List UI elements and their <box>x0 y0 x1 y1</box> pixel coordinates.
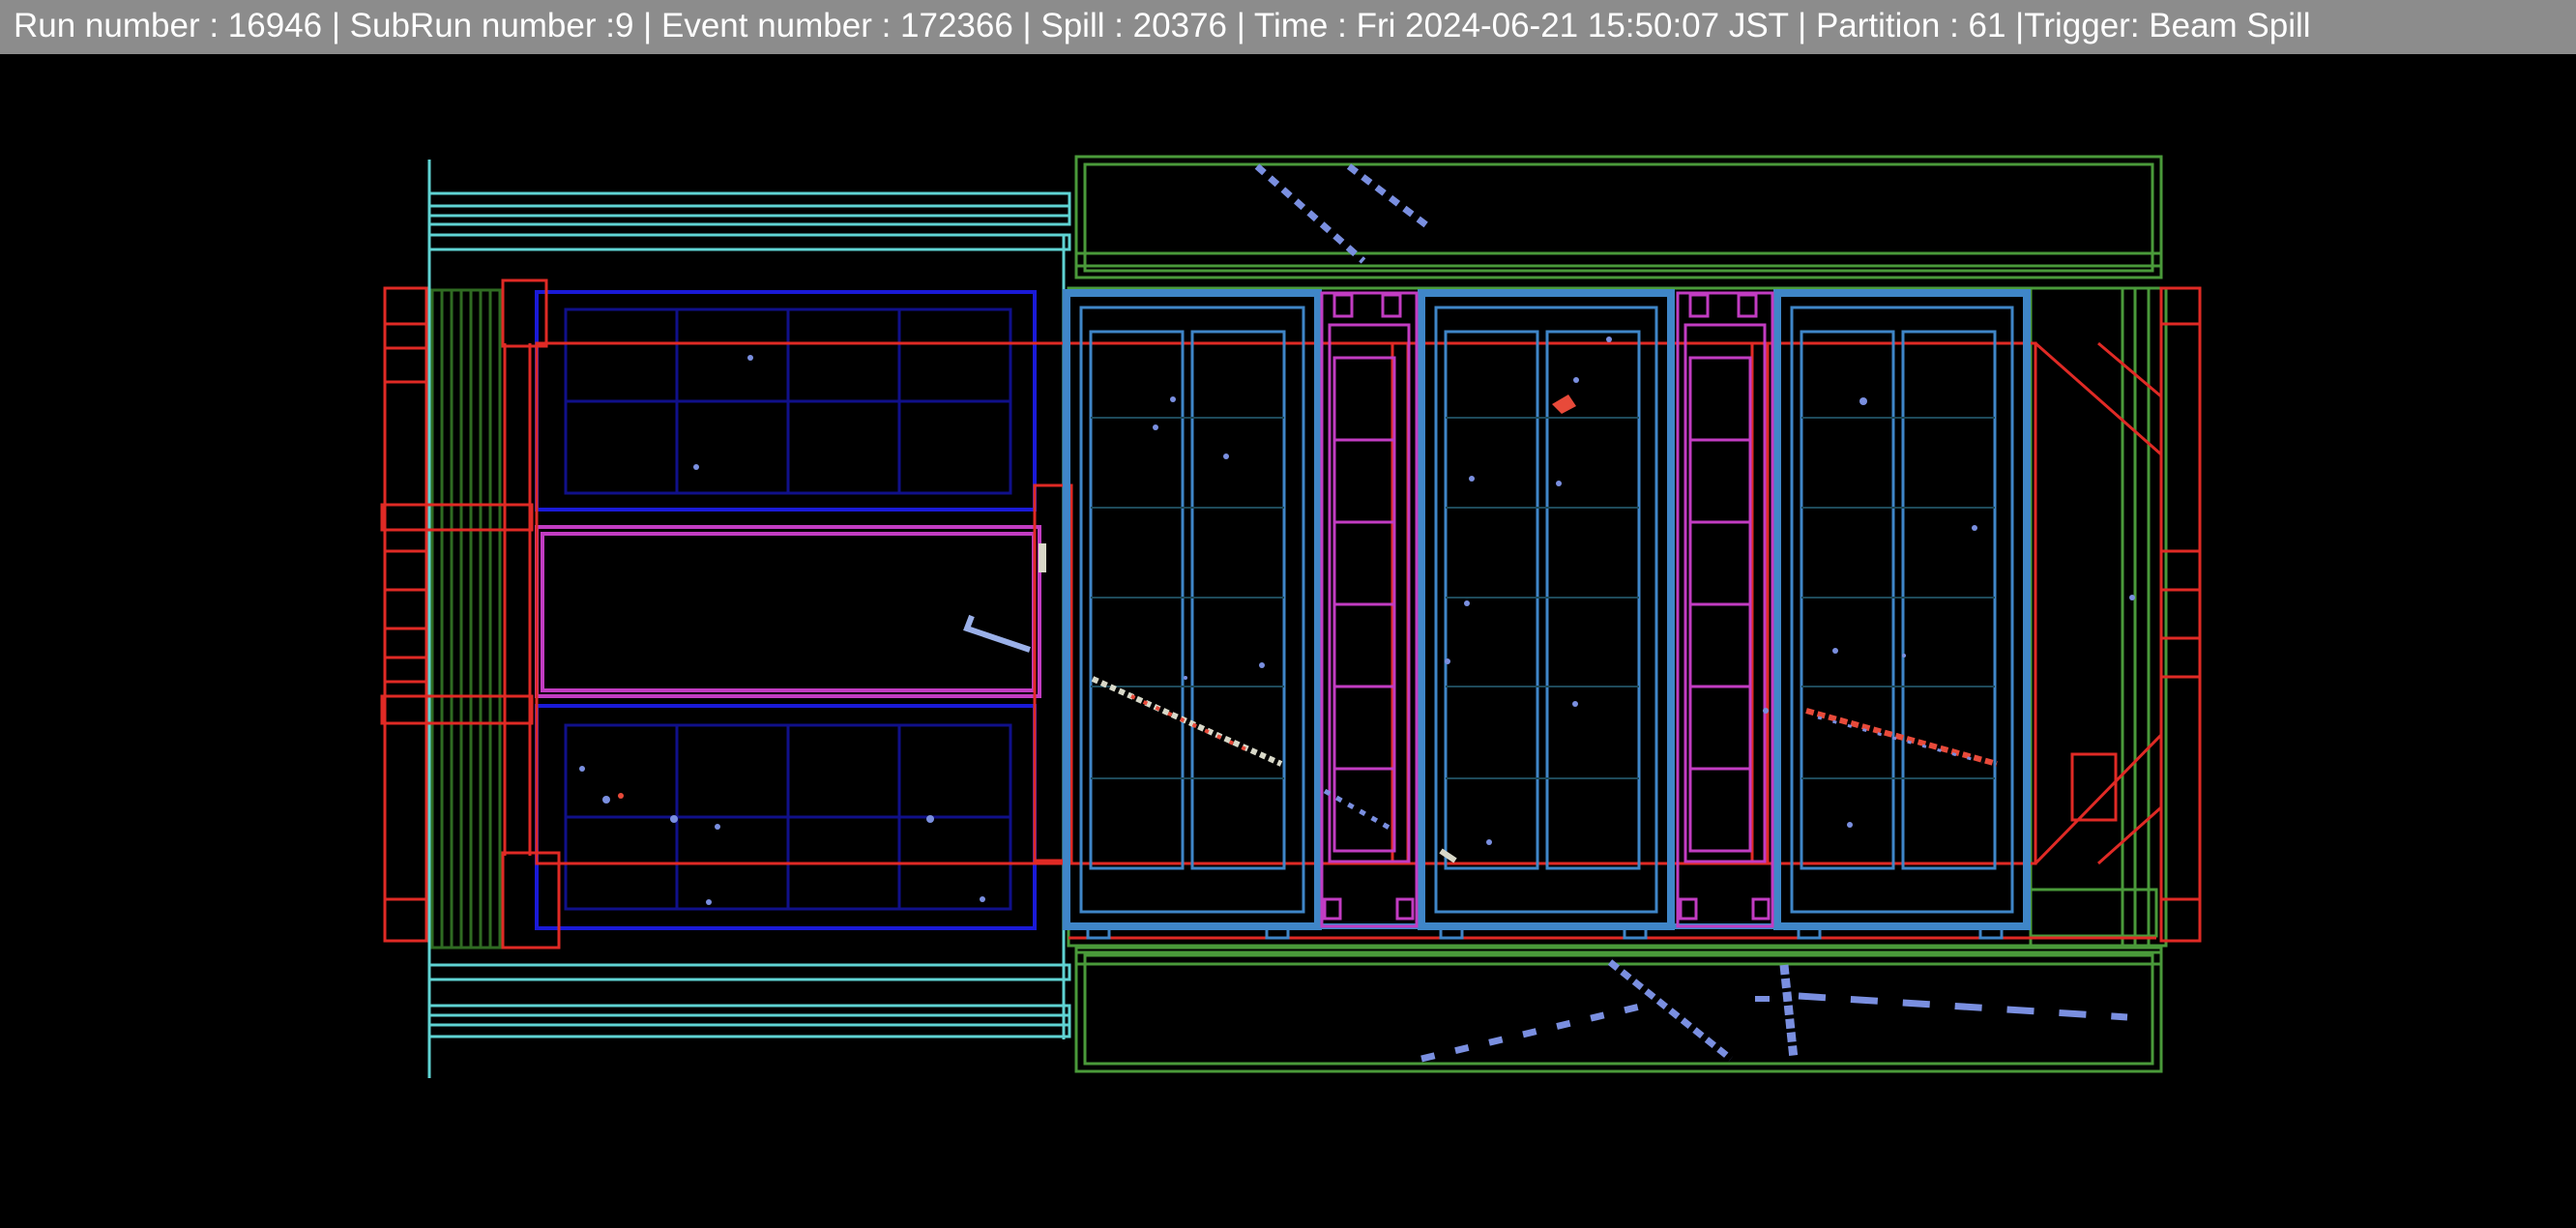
cassette-inner-grid <box>1091 417 1995 779</box>
event-display-canvas[interactable] <box>0 54 2576 1228</box>
upstream-stack <box>430 288 502 950</box>
red-frames <box>380 278 2202 950</box>
event-info-text: Run number : 16946 | SubRun number :9 | … <box>14 7 2311 44</box>
isolated-hits <box>579 336 2135 905</box>
detector-view <box>0 54 2576 1228</box>
magenta-column-right <box>1676 291 1774 928</box>
steel-blue-cassettes <box>1063 289 2031 940</box>
isolated-red-hits <box>618 793 624 799</box>
event-info-bar: Run number : 16946 | SubRun number :9 | … <box>0 0 2576 54</box>
magenta-column-left <box>1320 291 1419 928</box>
track-hits <box>963 163 2128 1063</box>
